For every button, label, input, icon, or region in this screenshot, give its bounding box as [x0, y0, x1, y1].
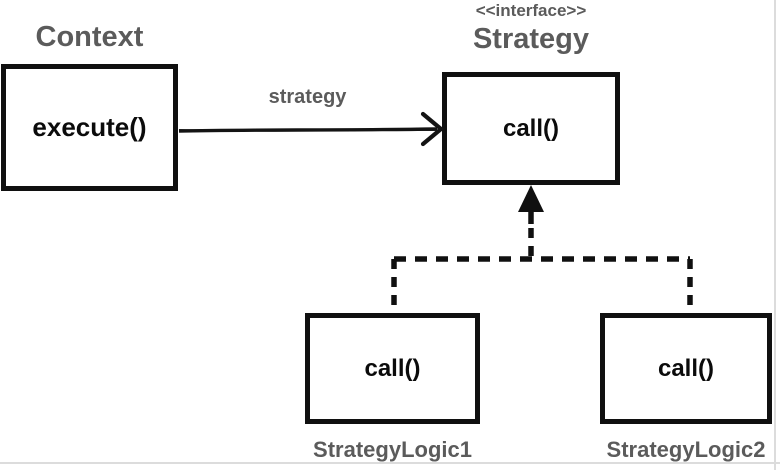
realization-arrowhead-icon: [518, 185, 544, 212]
strategylogic2-class-box: call(): [600, 313, 772, 424]
association-arrowhead-icon: [420, 111, 445, 147]
context-class-box: execute(): [1, 64, 178, 191]
context-class-title: Context: [35, 21, 144, 53]
context-method-label: execute(): [32, 112, 147, 142]
association-arrow-line: [178, 127, 438, 133]
association-label: strategy: [268, 86, 347, 108]
strategylogic1-class-title: StrategyLogic1: [313, 437, 472, 462]
strategylogic2-method-label: call(): [657, 354, 714, 382]
strategylogic1-method-label: call(): [364, 354, 421, 382]
strategy-interface-title: Strategy: [472, 23, 590, 55]
strategy-method-label: call(): [502, 114, 559, 142]
strategylogic2-class-title: StrategyLogic2: [606, 437, 766, 462]
interface-stereotype-label: <<interface>>: [475, 1, 587, 20]
strategy-interface-box: call(): [442, 72, 620, 185]
strategylogic1-class-box: call(): [305, 313, 480, 424]
page-edge-bottom-divider: [0, 462, 780, 464]
page-edge-right-divider: [774, 0, 776, 470]
association-arrow-line-texture: [178, 129, 437, 132]
